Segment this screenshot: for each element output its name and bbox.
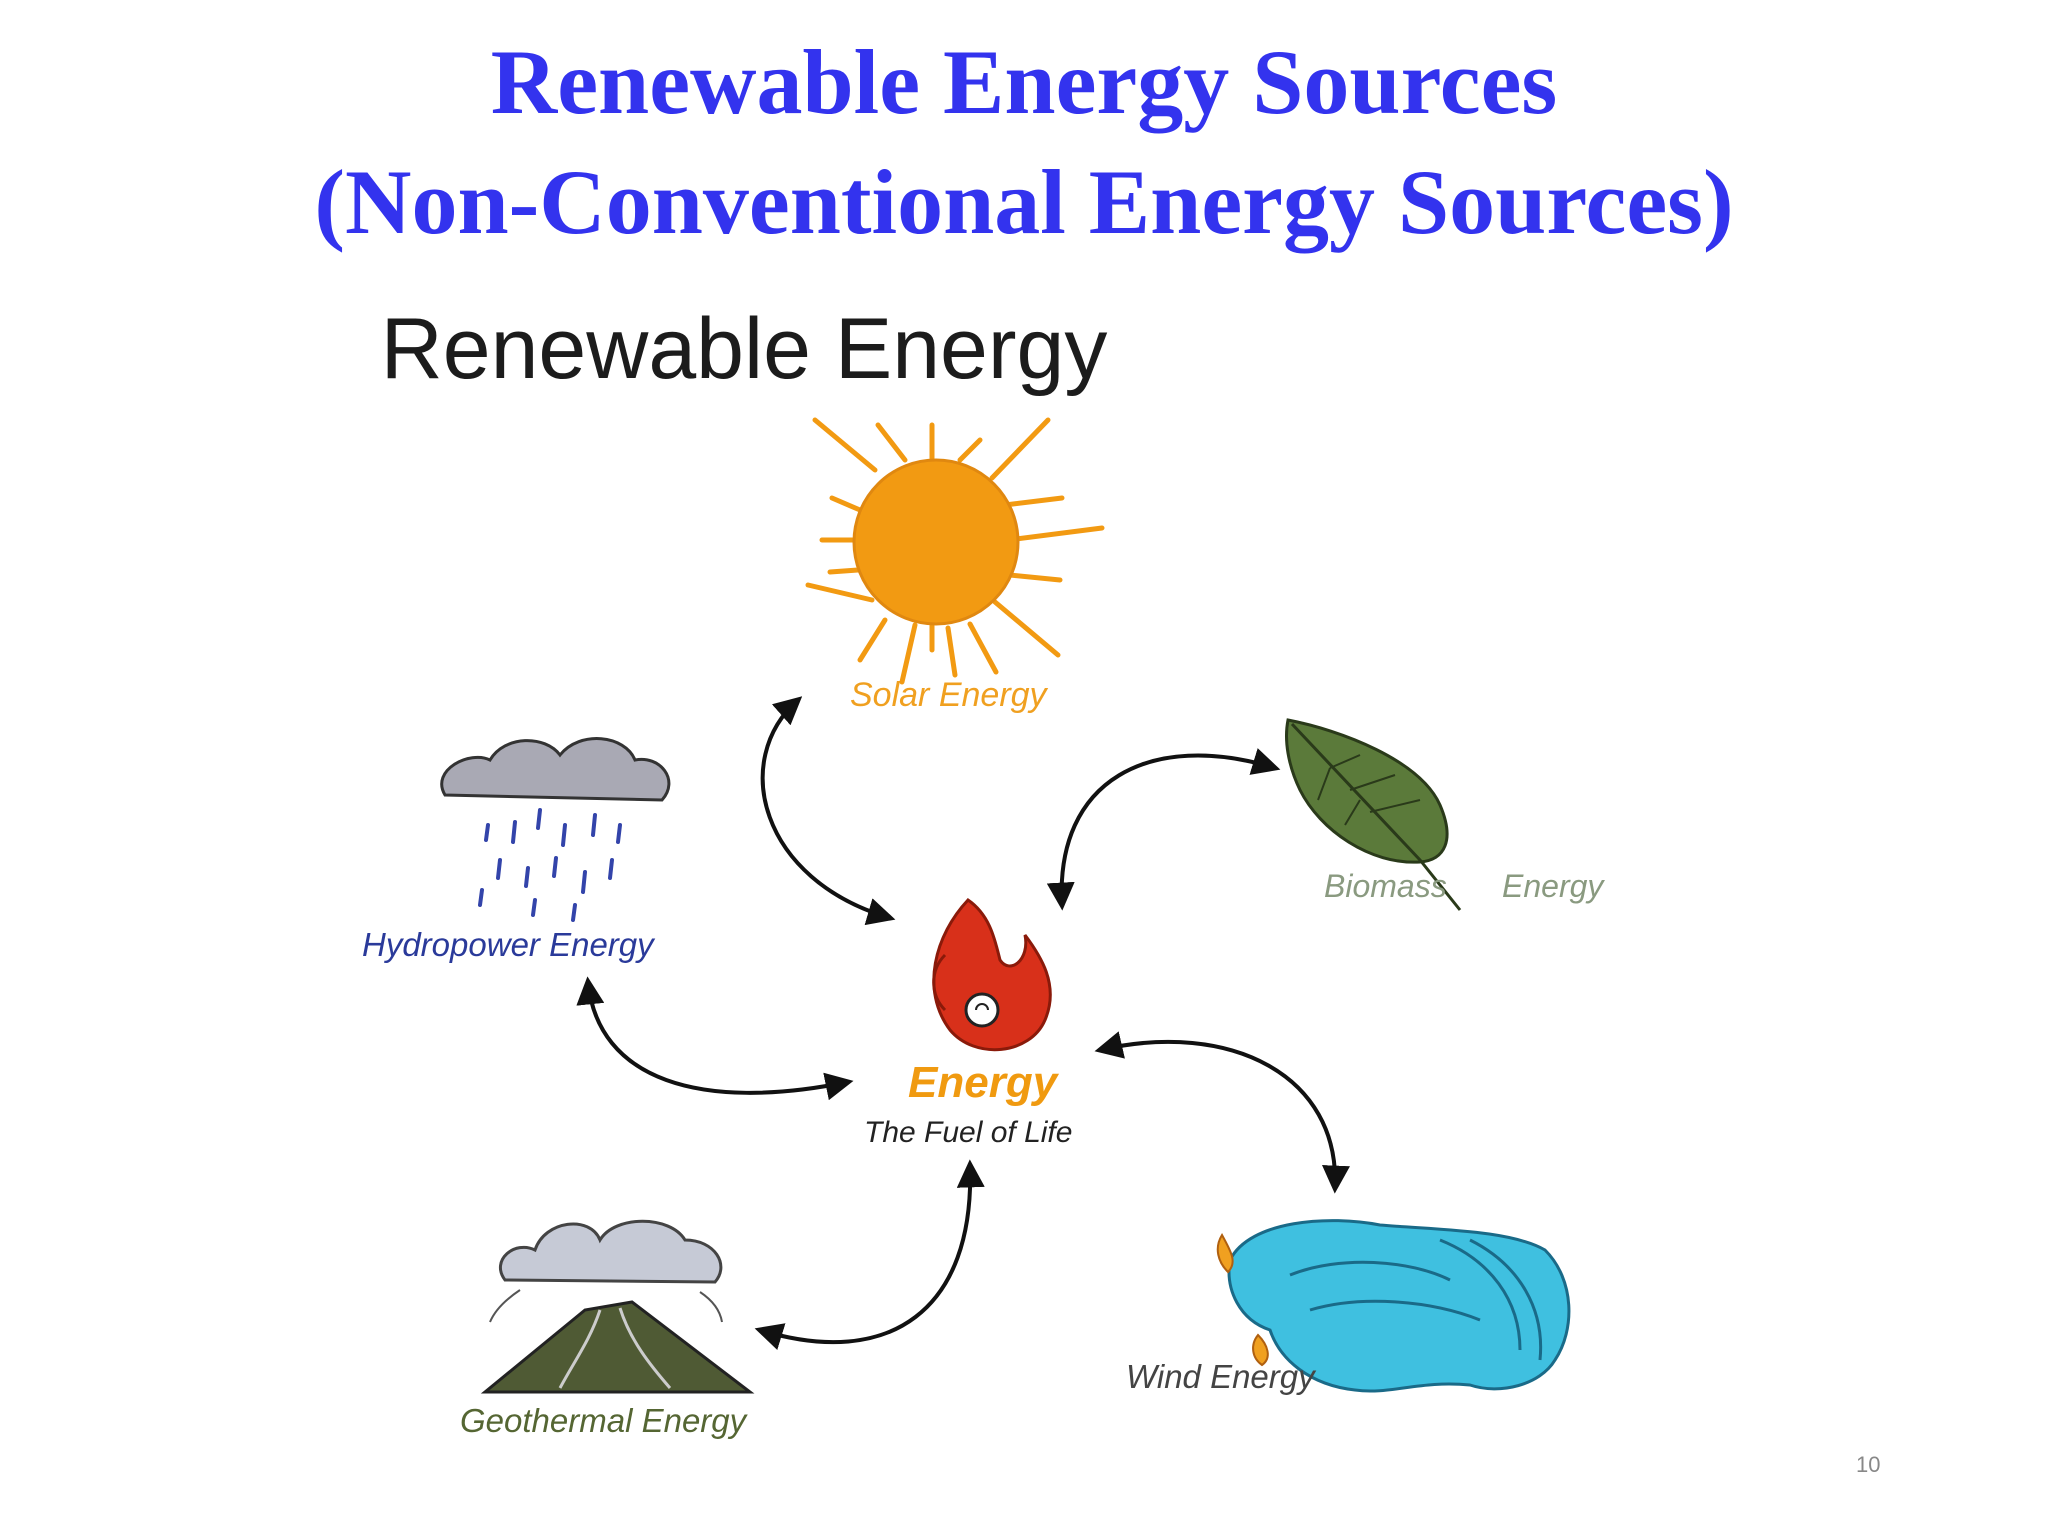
page-number: 10 — [1856, 1452, 1881, 1477]
arrow-wind — [1094, 1031, 1350, 1194]
cycle-arrows — [576, 696, 1350, 1350]
leaf-icon — [1285, 718, 1462, 911]
node-wind-label: Wind Energy — [1126, 1358, 1315, 1395]
node-solar-label: Solar Energy — [850, 676, 1047, 714]
arrow-hydro — [576, 976, 854, 1101]
center-sublabel: The Fuel of Life — [864, 1116, 1073, 1149]
diagram-title: Renewable Energy — [380, 301, 1108, 397]
rain-cloud-icon — [440, 737, 671, 922]
wind-wave-icon — [1216, 1219, 1571, 1393]
node-hydro-label: Hydropower Energy — [362, 926, 654, 963]
arrow-geothermal — [754, 1159, 985, 1350]
node-geothermal-label: Geothermal Energy — [460, 1402, 747, 1439]
sun-icon — [805, 417, 1105, 685]
arrow-solar — [760, 696, 896, 926]
slide-subtitle: (Non-Conventional Energy Sources) — [314, 151, 1734, 253]
arrow-biomass — [1046, 748, 1281, 911]
flame-icon — [932, 898, 1052, 1052]
center-energy-label: Energy — [908, 1058, 1058, 1107]
node-biomass-label-energy: Energy — [1502, 868, 1604, 904]
node-biomass-label: Biomass — [1324, 868, 1447, 904]
volcano-icon — [480, 1219, 755, 1394]
slide-title: Renewable Energy Sources — [490, 31, 1558, 133]
